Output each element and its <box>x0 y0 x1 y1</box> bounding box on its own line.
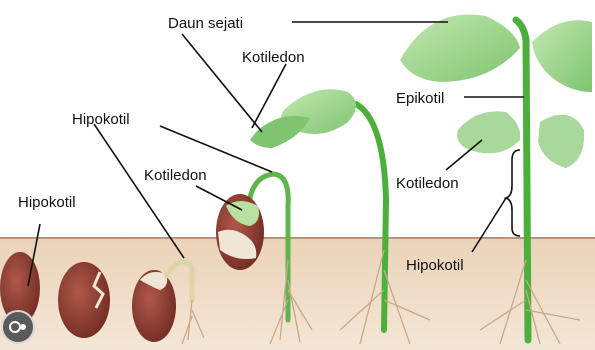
stage5-true-leaf-left <box>400 14 520 82</box>
label-kotiledon-right: Kotiledon <box>396 175 459 192</box>
label-hipokotil-upper: Hipokotil <box>72 111 130 128</box>
hypocotyl-bracket <box>506 150 520 236</box>
label-hipokotil-left: Hipokotil <box>18 194 76 211</box>
stage5-cotyledon-left <box>457 111 520 153</box>
stage5-true-leaf-right <box>532 20 592 92</box>
label-kotiledon-top: Kotiledon <box>242 49 305 66</box>
label-kotiledon-mid: Kotiledon <box>144 167 207 184</box>
leader-hipokotil-upper <box>160 126 272 172</box>
label-daun-sejati: Daun sejati <box>168 15 243 32</box>
seed-2 <box>58 262 110 338</box>
label-hipokotil-soil: Hipokotil <box>406 257 464 274</box>
stage5-cotyledon-right <box>538 115 584 168</box>
lens-icon[interactable] <box>3 312 33 342</box>
label-epikotil: Epikotil <box>396 90 444 107</box>
lens-icon-glyph <box>3 312 33 342</box>
